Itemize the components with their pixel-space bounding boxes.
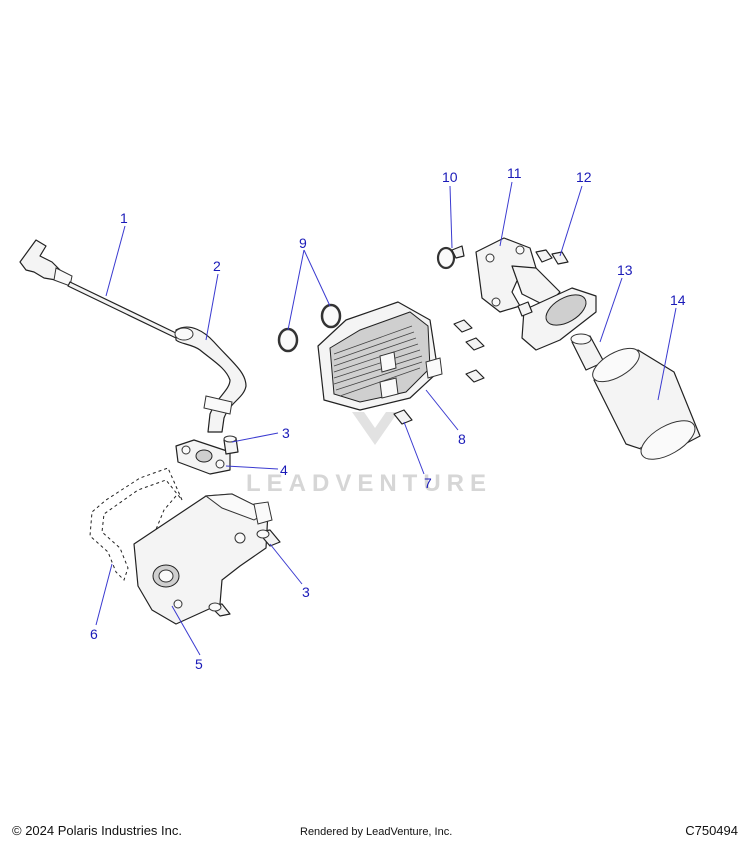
- callout-12: 12: [576, 169, 592, 185]
- part-bolt-small[interactable]: [208, 602, 231, 617]
- watermark-logo-icon: [352, 412, 398, 445]
- part-filter-adapter[interactable]: [475, 237, 597, 351]
- callouts: 1 2 3 4 5 6 7 8 9 10 11 12 13 14 3: [90, 165, 686, 672]
- part-housing-cover[interactable]: [133, 493, 273, 625]
- callout-11: 11: [507, 165, 522, 181]
- callout-13: 13: [617, 262, 633, 278]
- part-cooler-bolts[interactable]: [393, 319, 485, 425]
- part-adapter-bolts[interactable]: [535, 249, 569, 265]
- part-dipstick[interactable]: [19, 239, 179, 339]
- copyright-text: © 2024 Polaris Industries Inc.: [12, 823, 182, 838]
- watermark: LEADVENTURE: [246, 412, 492, 497]
- callout-3-upper: 3: [282, 425, 290, 441]
- part-clamp[interactable]: [436, 245, 465, 270]
- callout-10: 10: [442, 169, 458, 185]
- part-bolt-lower[interactable]: [256, 529, 281, 547]
- callout-3-lower: 3: [302, 584, 310, 600]
- reference-code: C750494: [685, 823, 738, 838]
- callout-8: 8: [458, 431, 466, 447]
- callout-1: 1: [120, 210, 128, 226]
- part-flange-gasket[interactable]: [175, 439, 231, 475]
- callout-5: 5: [195, 656, 203, 672]
- part-bolt-upper[interactable]: [223, 435, 239, 455]
- part-o-rings[interactable]: [277, 303, 342, 353]
- part-oil-cooler[interactable]: [317, 301, 443, 411]
- callout-6: 6: [90, 626, 98, 642]
- rendered-by-text: Rendered by LeadVenture, Inc.: [300, 826, 453, 838]
- callout-4: 4: [280, 462, 288, 478]
- watermark-text: LEADVENTURE: [246, 470, 492, 497]
- part-oil-filter[interactable]: [587, 342, 701, 468]
- callout-7: 7: [424, 475, 432, 491]
- callout-9: 9: [299, 235, 307, 251]
- callout-2: 2: [213, 258, 221, 274]
- leader-lines: [95, 181, 677, 656]
- callout-14: 14: [670, 292, 686, 308]
- part-dipstick-tube[interactable]: [174, 326, 247, 433]
